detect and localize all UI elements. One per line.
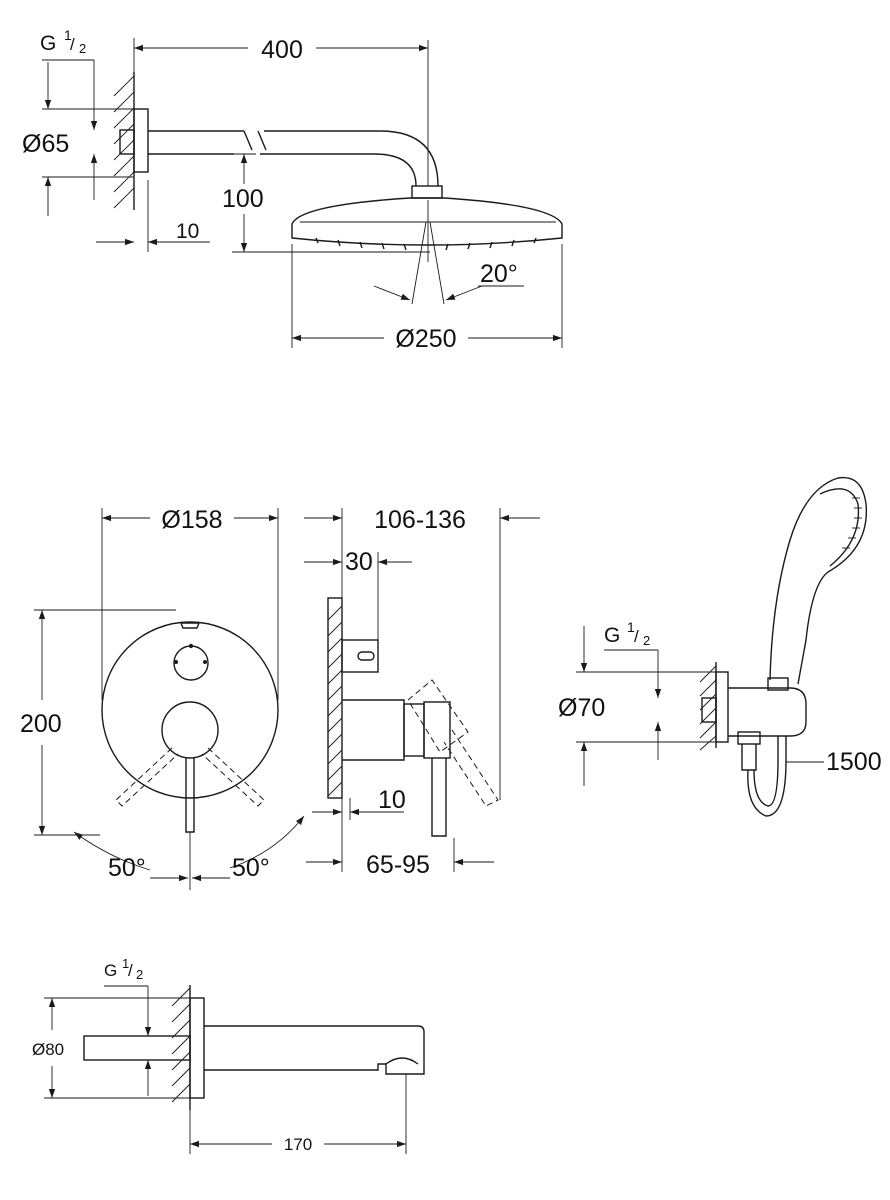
- mixer-view: Ø158 200 50° 50°: [20, 506, 540, 890]
- spout-connector-pipe: [83, 1035, 191, 1061]
- lever-swing-side-lower: [443, 729, 499, 807]
- spray-angle-line-left: [411, 221, 427, 305]
- wall-hatching: [699, 665, 717, 751]
- wall-flange: [133, 108, 149, 173]
- dim-10-label: 10: [176, 220, 199, 243]
- spray-angle-arrow-left: [373, 285, 411, 301]
- dim-250-label: Ø250: [395, 325, 456, 353]
- angle-left-arc: [73, 831, 151, 871]
- dim-170-label: 170: [284, 1135, 312, 1154]
- diverter-knob: [173, 645, 209, 681]
- hand-shower-handle: [769, 476, 868, 685]
- side-plate-hatching: [327, 605, 343, 797]
- dim-200-label: 200: [20, 710, 62, 738]
- spray-angle-label: 20°: [480, 260, 518, 288]
- lever-hub-side: [403, 703, 425, 757]
- arm-bend-outer: [264, 130, 439, 187]
- diverter-body-side: [341, 639, 379, 673]
- hand-thread-slash: /: [634, 627, 639, 646]
- dim-70-label: Ø70: [558, 694, 605, 722]
- hand-thread-denominator: 2: [643, 633, 650, 648]
- dim-65-95-label: 65-95: [366, 851, 430, 879]
- arm-bend-inner: [260, 153, 417, 187]
- side-cover-plate: [327, 597, 343, 799]
- arm-break-left: [243, 130, 253, 151]
- shower-head: [291, 197, 563, 246]
- diverter-dot-left: [174, 660, 178, 664]
- bath-spout-view: G 1 / 2 Ø80 170: [32, 956, 425, 1154]
- swivel-joint: [411, 185, 443, 199]
- dim-106-label: 106-136: [374, 506, 466, 534]
- hose-loop-inner: [753, 736, 779, 807]
- cartridge-body-side: [342, 699, 405, 761]
- wall-connector: [119, 129, 135, 155]
- spout-thread-letter: G: [104, 961, 117, 980]
- angle-right-label: 50°: [232, 854, 270, 882]
- wall-elbow-connector: [701, 697, 717, 723]
- lever-cap-side: [423, 701, 451, 759]
- dim-65-label: Ø65: [22, 130, 69, 158]
- thread-label-denominator: 2: [79, 41, 86, 56]
- hand-shower-head-rim: [819, 488, 860, 567]
- hose-length-label: 1500: [826, 748, 882, 776]
- wall-hatching: [171, 987, 191, 1103]
- lever-swing-positions: [115, 747, 265, 807]
- diverter-dot-right: [203, 660, 207, 664]
- diverter-knob-marker: [188, 643, 194, 649]
- arm-break-right: [257, 130, 267, 151]
- hand-thread-letter: G: [604, 624, 620, 647]
- mixer-lever: [185, 758, 195, 833]
- spout-thread-denominator: 2: [136, 967, 143, 982]
- wall-elbow-holder: [728, 687, 807, 737]
- hose-nut: [737, 731, 761, 745]
- hand-thread-numerator: 1: [627, 619, 635, 635]
- hose-connector: [741, 744, 757, 771]
- hand-shower-view: G 1 / 2 Ø70 1500: [558, 476, 882, 817]
- spout-thread-slash: /: [128, 961, 133, 980]
- mixer-lever-hub: [161, 701, 219, 759]
- holder-clip: [767, 677, 789, 691]
- spout-rosette: [189, 997, 205, 1099]
- spray-nozzles: [315, 237, 537, 251]
- diverter-slot: [357, 651, 375, 661]
- spout-thread-numerator: 1: [122, 956, 129, 971]
- dim-80-label: Ø80: [32, 1040, 64, 1059]
- dim-400-label: 400: [261, 36, 303, 64]
- mixer-cover-plate: [101, 621, 279, 799]
- lever-swing-side-upper: [407, 679, 469, 753]
- spray-angle-line-right: [429, 221, 445, 305]
- thread-label-letter: G: [40, 32, 56, 55]
- wall-elbow-flange: [715, 671, 729, 743]
- spout-aerator: [385, 1057, 419, 1065]
- angle-right-arc: [229, 815, 305, 869]
- lever-side: [431, 758, 447, 837]
- hand-shower-nozzles: [842, 497, 862, 549]
- spout-body: [204, 1025, 425, 1075]
- dim-mix-10-label: 10: [378, 786, 406, 814]
- thread-label-numerator: 1: [64, 27, 72, 43]
- brand-logo-icon: [179, 622, 201, 629]
- overhead-shower-view: 400 G 1 / 2 Ø65 10 100 20°: [22, 27, 563, 353]
- dim-100-label: 100: [222, 185, 264, 213]
- wall-hatching: [113, 75, 135, 209]
- angle-left-label: 50°: [108, 854, 146, 882]
- dim-30-label: 30: [345, 548, 373, 576]
- spray-angle-arrow-right: [445, 285, 483, 301]
- hose-loop-outer: [747, 736, 787, 817]
- dim-158-label: Ø158: [161, 506, 222, 534]
- thread-label-slash: /: [70, 35, 75, 54]
